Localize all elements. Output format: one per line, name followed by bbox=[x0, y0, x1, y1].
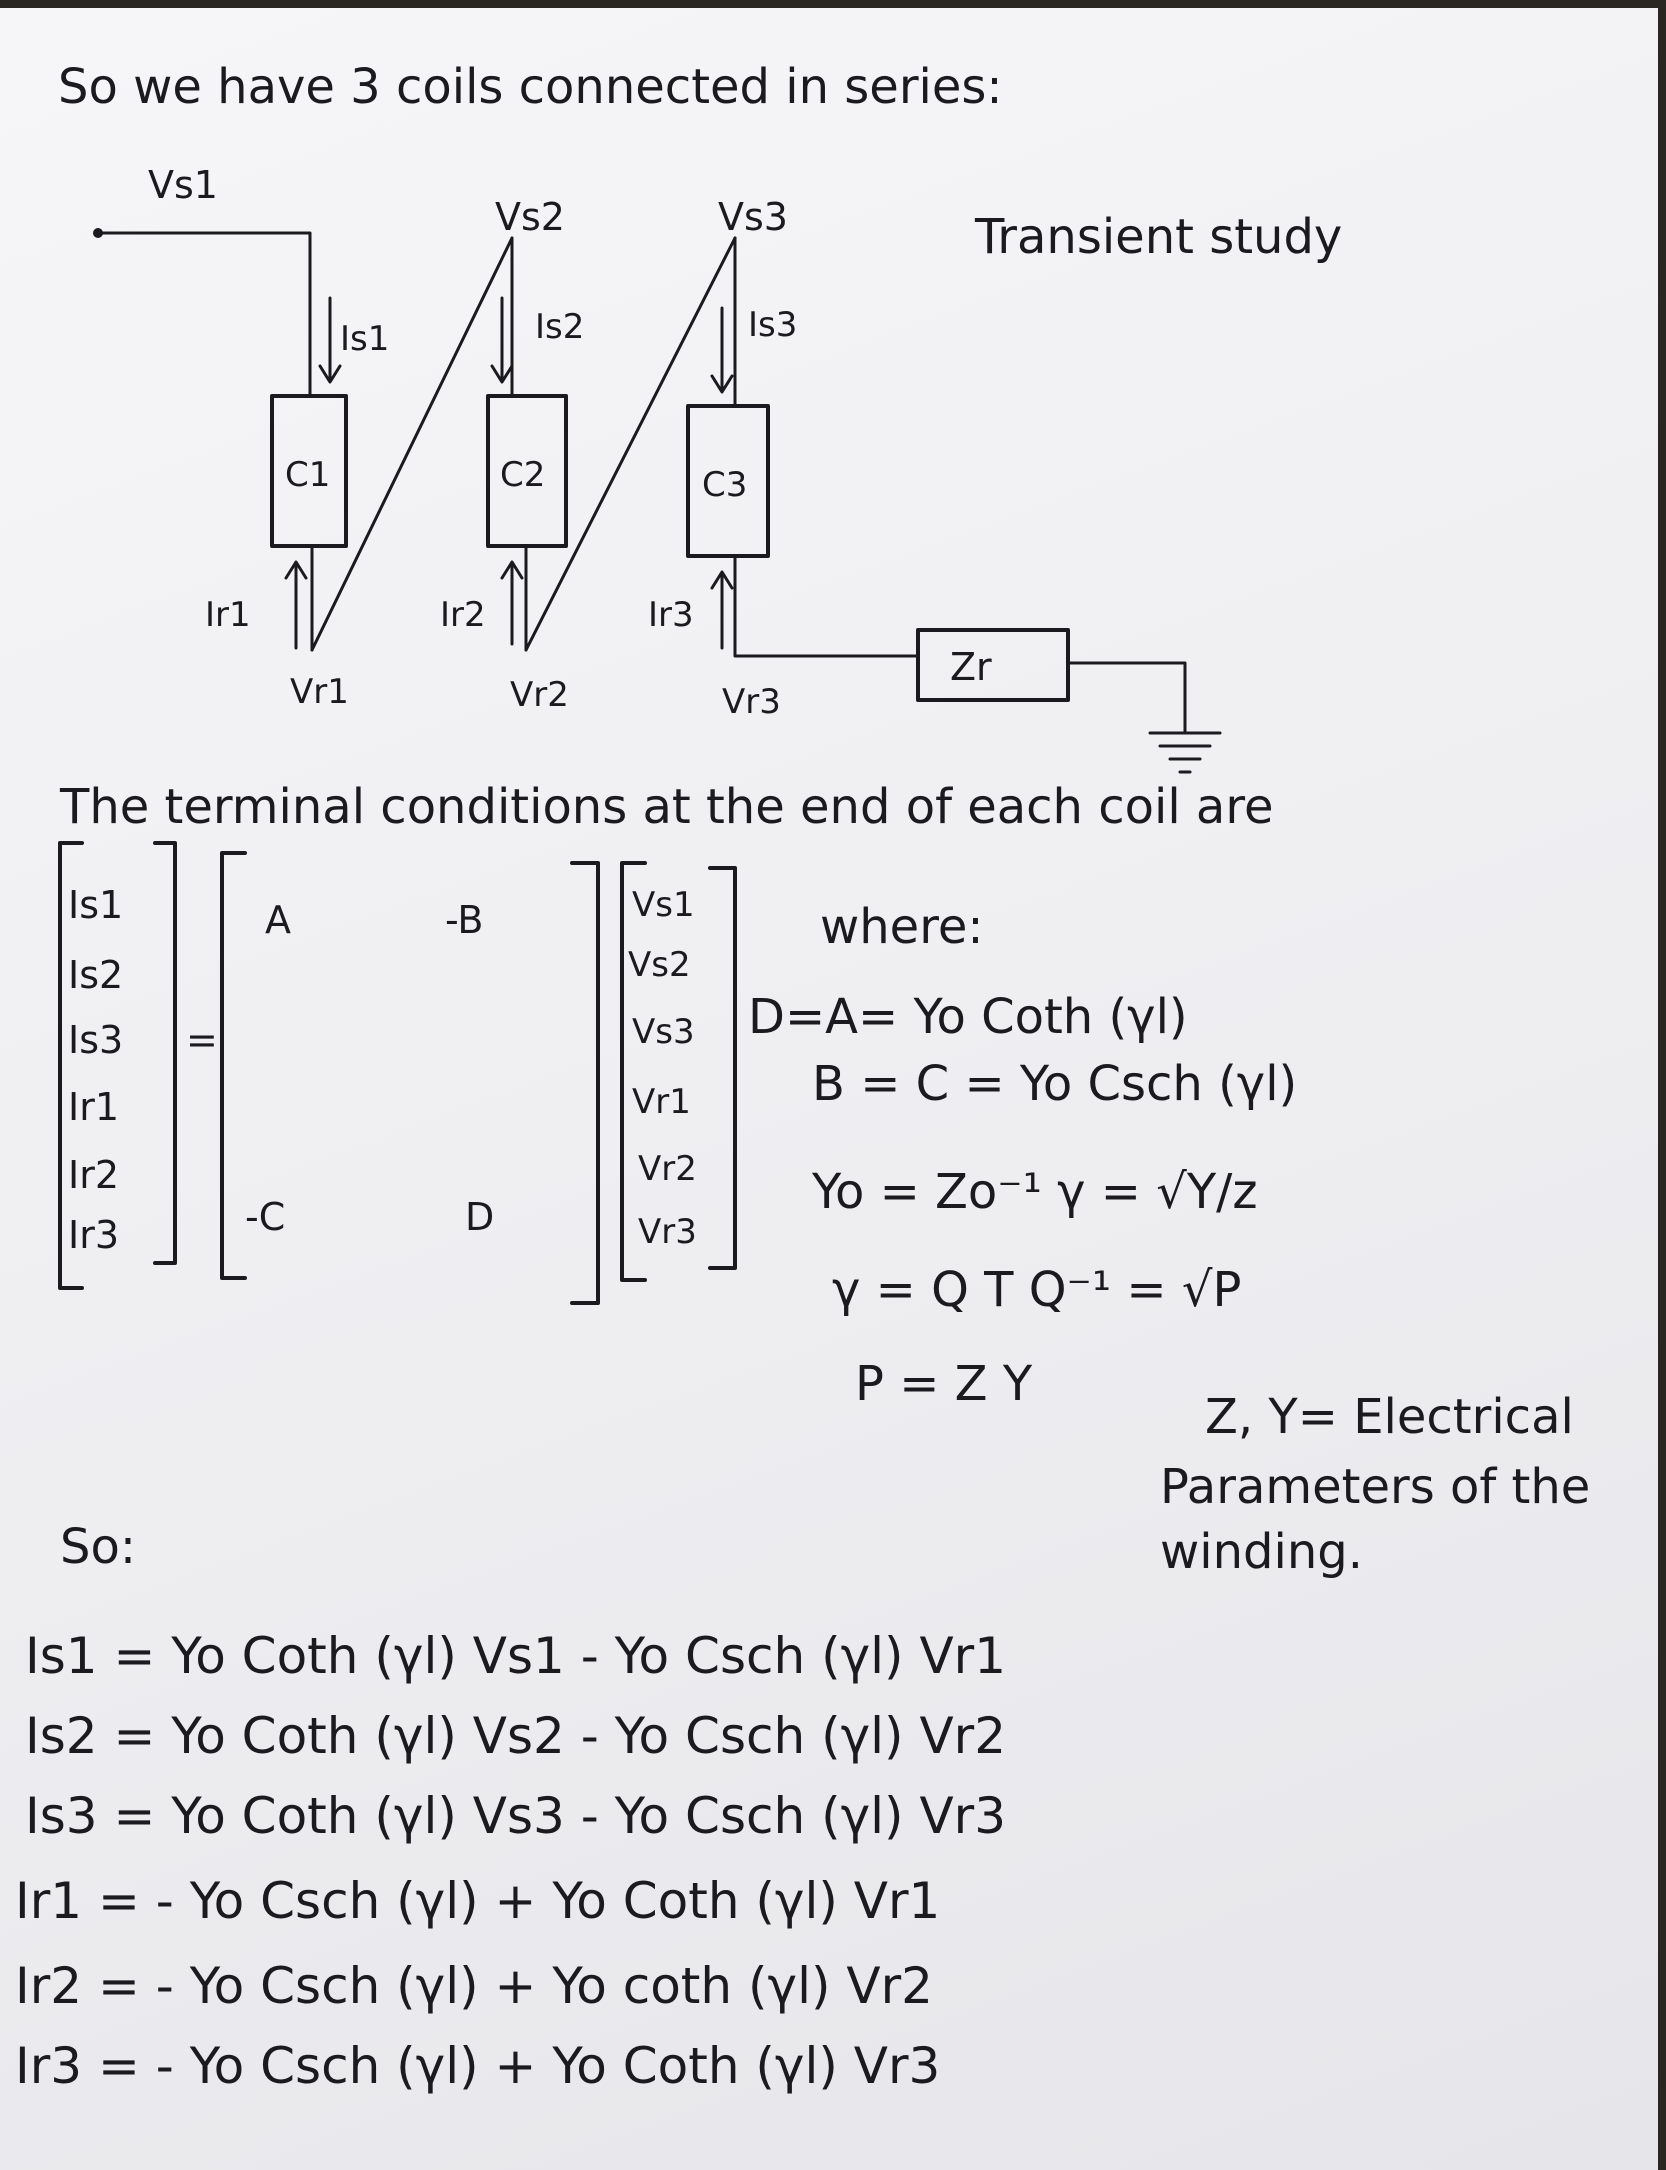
label-is3: Is3 bbox=[748, 305, 797, 345]
load-impedance-box bbox=[916, 628, 1070, 702]
wire-vr3 bbox=[733, 554, 920, 658]
equation-list: Is1 = Yo Coth (γl) Vs1 - Yo Csch (γl) Vr… bbox=[15, 1627, 1006, 2095]
matrix-voltage: Vs3 bbox=[632, 1012, 695, 1052]
matrix-current: Ir2 bbox=[68, 1153, 119, 1197]
matrix-voltage: Vs2 bbox=[628, 945, 691, 985]
transient-title: Transient study bbox=[974, 209, 1342, 265]
equation-line: Ir1 = - Yo Csch (γl) + Yo Coth (γl) Vr1 bbox=[15, 1872, 940, 1930]
label-c2: C2 bbox=[500, 455, 545, 495]
label-vr3: Vr3 bbox=[722, 682, 781, 722]
wire-ground bbox=[1066, 661, 1187, 735]
arrow-ir1-icon bbox=[284, 560, 308, 650]
label-vs2: Vs2 bbox=[495, 195, 565, 239]
matrix-current: Is1 bbox=[68, 883, 123, 927]
series-link-1-2 bbox=[310, 236, 514, 652]
block-minus-c: -C bbox=[245, 1195, 285, 1239]
matrix-current: Is2 bbox=[68, 953, 123, 997]
arrow-ir2-icon bbox=[500, 560, 524, 646]
label-ir2: Ir2 bbox=[440, 595, 486, 635]
label-c1: C1 bbox=[285, 455, 330, 495]
label-c3: C3 bbox=[702, 465, 747, 505]
voltage-bracket-right bbox=[708, 866, 737, 1270]
so-label: So: bbox=[60, 1519, 136, 1575]
ground-icon bbox=[1148, 731, 1222, 774]
equation-line: Ir3 = - Yo Csch (γl) + Yo Coth (γl) Vr3 bbox=[15, 2037, 940, 2095]
definition-line: γ = Q T Q⁻¹ = √P bbox=[832, 1262, 1241, 1318]
label-vs3: Vs3 bbox=[718, 195, 788, 239]
matrix-current: Ir3 bbox=[68, 1213, 119, 1257]
where-block: where: D=A= Yo Coth (γl) B = C = Yo Csch… bbox=[748, 899, 1297, 1412]
label-ir3: Ir3 bbox=[648, 595, 694, 635]
matrix-voltage: Vr2 bbox=[638, 1149, 697, 1189]
matrix-voltage: Vr1 bbox=[632, 1082, 691, 1122]
label-zr: Zr bbox=[950, 645, 992, 689]
label-vr2: Vr2 bbox=[510, 675, 569, 715]
label-ir1: Ir1 bbox=[205, 595, 251, 635]
block-a: A bbox=[265, 898, 291, 942]
terminal-heading: The terminal conditions at the end of ea… bbox=[59, 779, 1274, 835]
equation-line: Ir2 = - Yo Csch (γl) + Yo coth (γl) Vr2 bbox=[15, 1957, 933, 2015]
matrix-voltage: Vs1 bbox=[632, 885, 695, 925]
matrix-voltage: Vr3 bbox=[638, 1212, 697, 1252]
label-vr1: Vr1 bbox=[290, 672, 349, 712]
wire-vs1 bbox=[96, 231, 312, 398]
arrow-ir3-icon bbox=[710, 570, 734, 650]
block-minus-b: -B bbox=[445, 898, 483, 942]
circuit-diagram: Vs1 Vs2 Vs3 Is1 Is2 Is3 C1 C2 C3 Ir1 Ir2… bbox=[93, 163, 1222, 774]
coil-c1-box bbox=[270, 394, 348, 548]
current-bracket-left bbox=[58, 841, 84, 1290]
equation-line: Is2 = Yo Coth (γl) Vs2 - Yo Csch (γl) Vr… bbox=[25, 1707, 1006, 1765]
arrow-is3-icon bbox=[710, 306, 734, 394]
note-line: Parameters of the bbox=[1160, 1459, 1590, 1515]
parameter-note: Z, Y= Electrical Parameters of the windi… bbox=[1160, 1389, 1590, 1580]
where-label: where: bbox=[820, 899, 984, 955]
voltage-bracket-left bbox=[620, 861, 647, 1282]
block-d: D bbox=[465, 1195, 494, 1239]
note-line: Z, Y= Electrical bbox=[1205, 1389, 1574, 1445]
series-link-2-3 bbox=[524, 236, 737, 652]
notebook-page: So we have 3 coils connected in series: … bbox=[0, 8, 1658, 2170]
coef-bracket-left bbox=[220, 851, 247, 1280]
equation-line: Is1 = Yo Coth (γl) Vs1 - Yo Csch (γl) Vr… bbox=[25, 1627, 1006, 1685]
label-is2: Is2 bbox=[535, 307, 584, 347]
note-line: winding. bbox=[1160, 1524, 1363, 1580]
coef-bracket-right bbox=[570, 861, 600, 1305]
coil-c3-box bbox=[686, 404, 770, 558]
definition-line: Yo = Zo⁻¹ γ = √Y/z bbox=[811, 1164, 1258, 1220]
current-bracket-right bbox=[153, 841, 177, 1265]
definition-line: B = C = Yo Csch (γl) bbox=[812, 1056, 1297, 1112]
arrow-is2-icon bbox=[490, 296, 514, 384]
definition-line: D=A= Yo Coth (γl) bbox=[748, 989, 1188, 1045]
definition-line: P = Z Y bbox=[855, 1356, 1033, 1412]
matrix-equals: = bbox=[186, 1018, 218, 1062]
intro-text: So we have 3 coils connected in series: bbox=[58, 59, 1003, 115]
arrow-is1-icon bbox=[318, 296, 342, 384]
label-is1: Is1 bbox=[340, 319, 389, 359]
equation-line: Is3 = Yo Coth (γl) Vs3 - Yo Csch (γl) Vr… bbox=[25, 1787, 1006, 1845]
matrix-equation: Is1 Is2 Is3 Ir1 Ir2 Ir3 = A -B -C D Vs1 … bbox=[58, 841, 737, 1305]
handwritten-sheet: So we have 3 coils connected in series: … bbox=[15, 59, 1590, 2095]
matrix-current: Is3 bbox=[68, 1018, 123, 1062]
label-vs1: Vs1 bbox=[148, 163, 218, 207]
matrix-current: Ir1 bbox=[68, 1085, 119, 1129]
